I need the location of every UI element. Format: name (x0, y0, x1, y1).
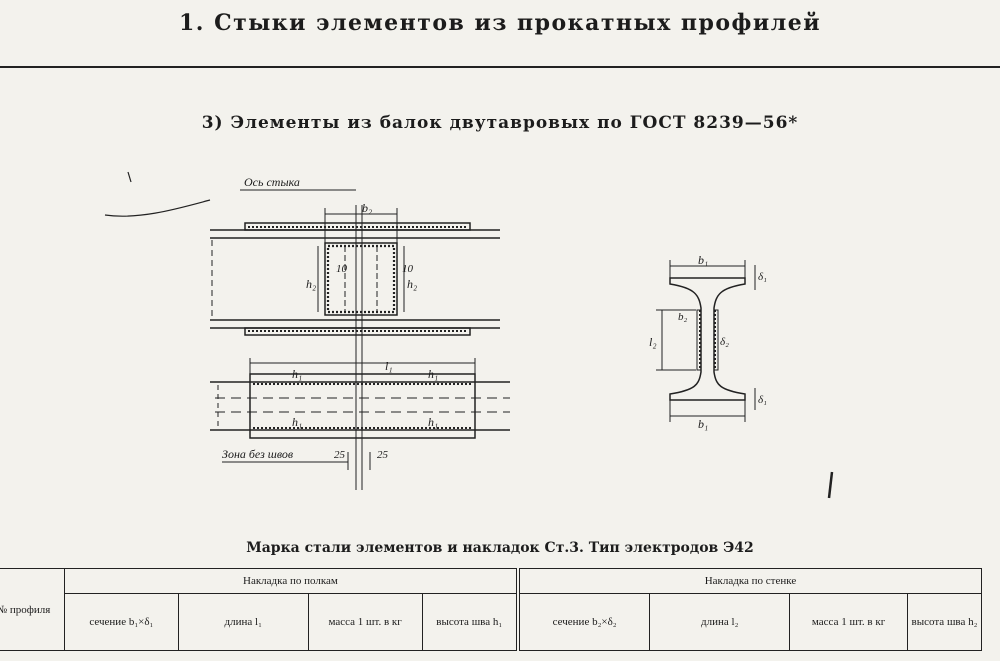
flange-plate-top (244, 222, 471, 231)
sec-b2: b₂ (678, 311, 688, 323)
stray-mark (104, 199, 211, 217)
joint-drawing: Ось стыка b₂ 10 10 h₂ h₂ l₁ h₁ h₁ h₁ h₁ … (104, 171, 834, 499)
sec-delta1-bottom: δ₁ (758, 394, 767, 406)
i-beam-section (656, 260, 756, 422)
dim-h2-right: h₂ (407, 277, 417, 291)
col-web-mass: масса 1 шт. в кг (789, 593, 908, 651)
dim-h1-label: h₁ (428, 367, 438, 381)
sec-b1-top: b₁ (698, 253, 708, 267)
sec-delta2: δ₂ (720, 336, 729, 348)
dim-25-right: 25 (377, 449, 389, 461)
col-web-length: длина l₂ (649, 593, 791, 651)
col-flange-section: сечение b₁×δ₁ (63, 593, 179, 651)
flange-plate-bottom (244, 327, 471, 336)
dim-b2-label: b₂ (362, 201, 372, 215)
group-header-flange: Накладка по полкам (63, 568, 519, 594)
top-divider (0, 66, 1000, 68)
zone-label: Зона без швов (222, 447, 293, 461)
cover-plate-elevation (249, 373, 476, 439)
col-flange-length: длина l₁ (177, 593, 309, 651)
dim-10-left: 10 (336, 263, 348, 275)
web-plate (324, 242, 398, 316)
axis-label: Ось стыка (244, 175, 300, 189)
page-title: 1. Стыки элементов из прокатных профилей (178, 10, 822, 36)
dim-10-right: 10 (402, 263, 414, 275)
sec-b1-bottom: b₁ (698, 417, 708, 431)
profile-header: № профиля (0, 568, 65, 651)
dim-h2-left: h₂ (306, 277, 316, 291)
dim-h1-label: h₁ (292, 415, 302, 429)
col-flange-weld-height: высота шва h₁ (421, 593, 519, 651)
dim-l1-label: l₁ (385, 359, 393, 373)
dim-h1-label: h₁ (292, 367, 302, 381)
spec-table: № профиля Накладка по полкам Накладка по… (0, 568, 982, 651)
sec-l2: l₂ (649, 335, 657, 349)
sec-delta1-top: δ₁ (758, 271, 767, 283)
col-flange-mass: масса 1 шт. в кг (307, 593, 423, 651)
dim-25-left: 25 (334, 449, 346, 461)
col-web-section: сечение b₂×δ₂ (515, 593, 651, 651)
section-title: 3) Элементы из балок двутавровых по ГОСТ… (201, 113, 799, 133)
dim-h1-label: h₁ (428, 415, 438, 429)
col-web-weld-height: высота шва h₂ (907, 593, 982, 651)
steel-note: Марка стали элементов и накладок Ст.3. Т… (246, 540, 754, 556)
group-header-web: Накладка по стенке (515, 568, 982, 594)
